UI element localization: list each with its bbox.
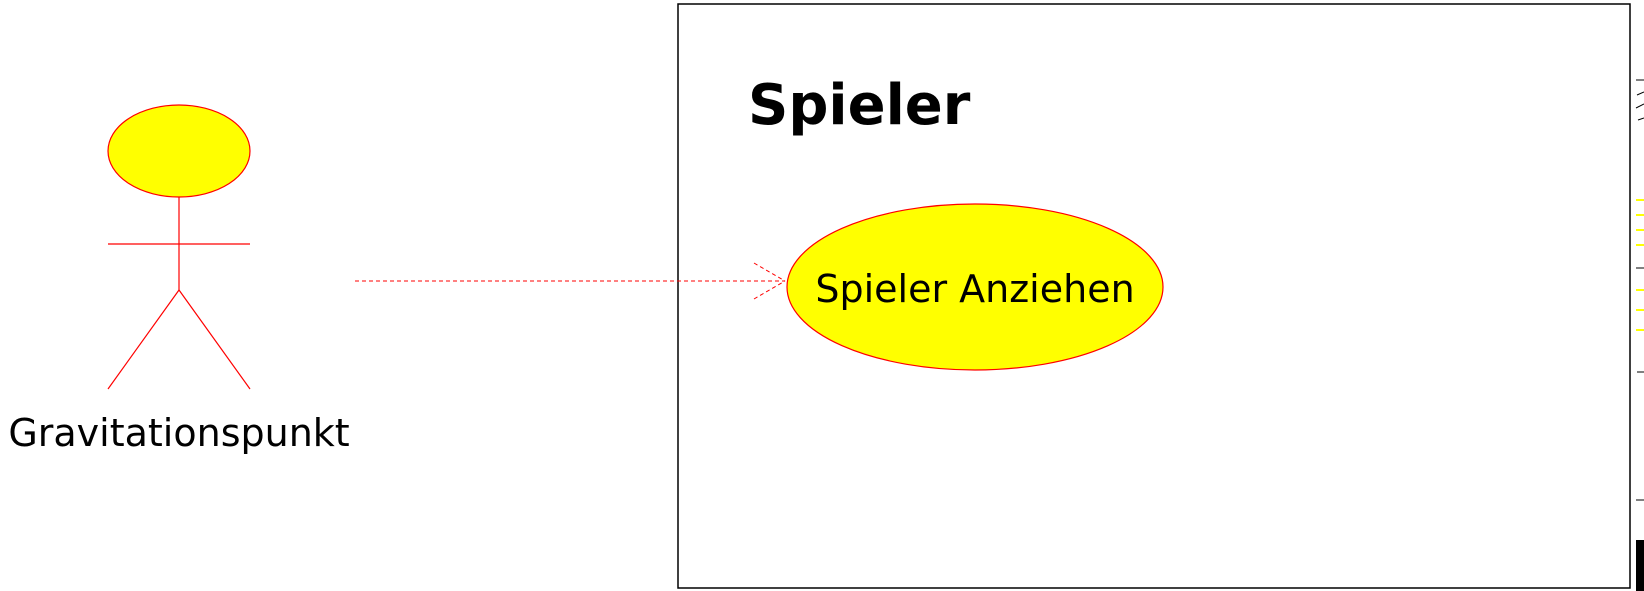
use-case-label: Spieler Anziehen: [815, 267, 1134, 311]
actor-head: [107, 104, 251, 198]
arrowhead-upper: [753, 262, 786, 282]
edge-artifacts: [1635, 79, 1644, 591]
use-case-ellipse[interactable]: [786, 203, 1164, 371]
actor-figure[interactable]: [107, 104, 251, 390]
association-arrow[interactable]: [355, 262, 786, 300]
actor-right-leg: [178, 289, 251, 390]
actor-left-leg: [107, 289, 180, 390]
actor-label: Gravitationspunkt: [8, 411, 349, 455]
system-title: Spieler: [748, 73, 971, 138]
arrowhead-lower: [753, 280, 786, 300]
